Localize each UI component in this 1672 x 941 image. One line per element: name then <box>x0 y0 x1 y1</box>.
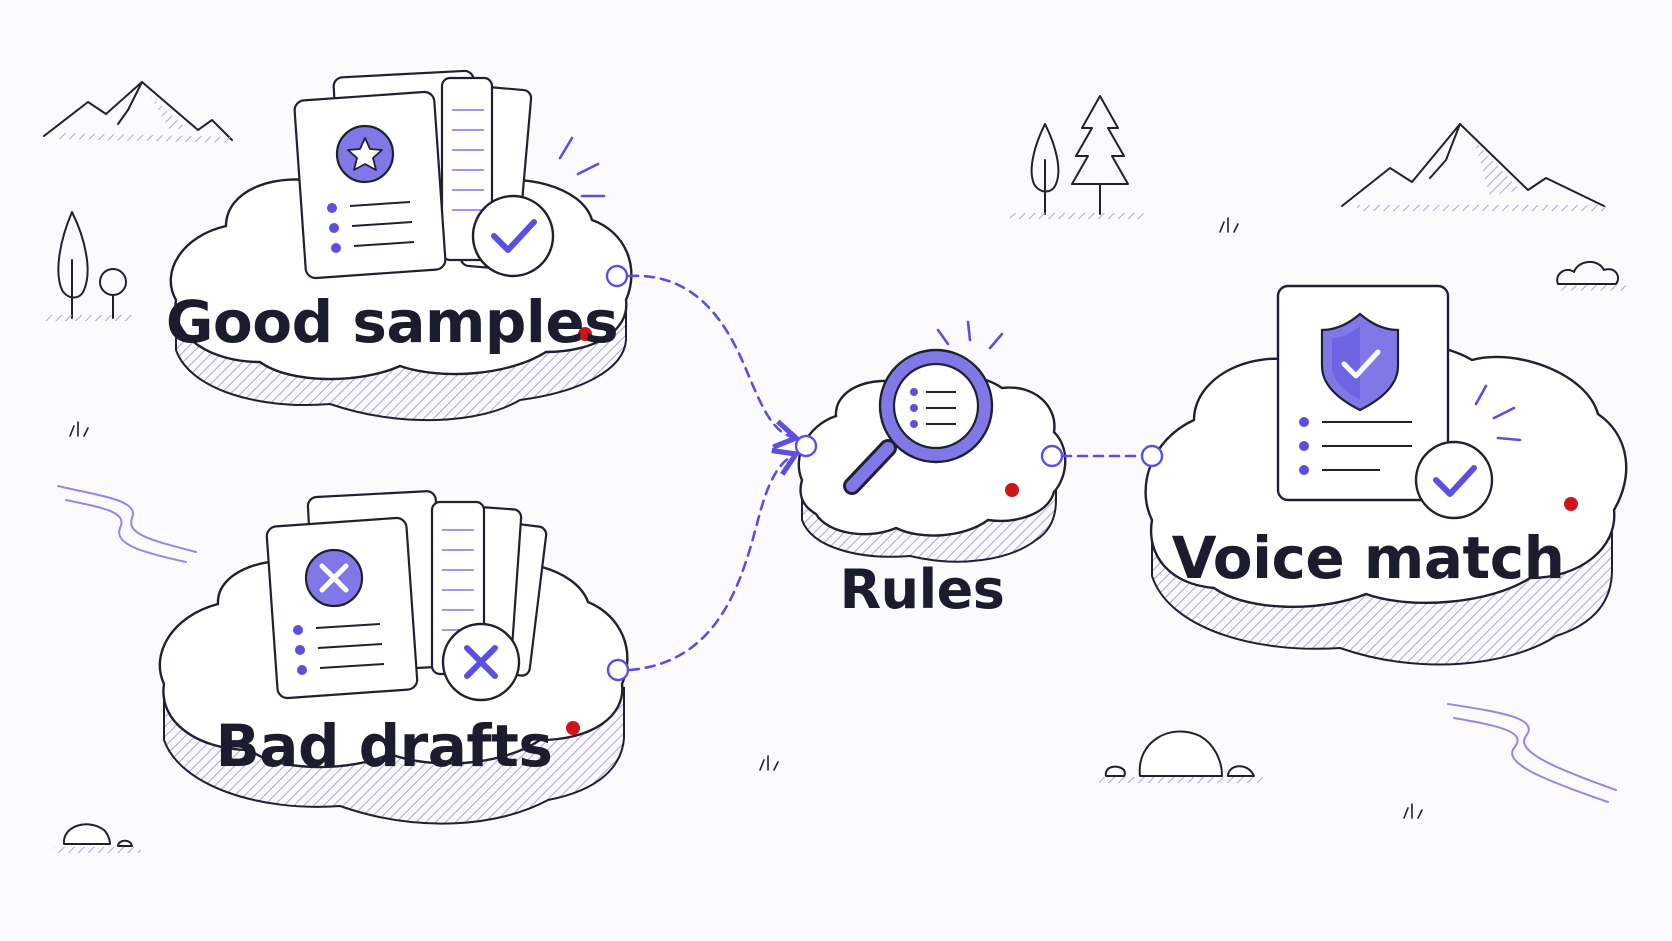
check-badge-icon <box>471 194 555 278</box>
port-rules-out <box>1040 444 1064 468</box>
river-right-icon <box>1447 703 1617 803</box>
spark-lines-rules-icon <box>936 320 1004 350</box>
label-bad-drafts: Bad drafts <box>216 712 553 780</box>
trees-top-icon <box>1009 95 1145 219</box>
spark-lines-good-icon <box>558 136 606 198</box>
mountains-right-icon <box>1341 123 1607 211</box>
shield-document-icon <box>1276 284 1450 502</box>
x-badge-icon <box>441 622 521 702</box>
grass-tufts-icon <box>69 217 1423 819</box>
spark-lines-voice-icon <box>1474 384 1522 442</box>
label-good-samples: Good samples <box>166 288 618 356</box>
scenery <box>41 81 1631 853</box>
red-dot-markers <box>566 327 1578 735</box>
port-good-out <box>605 264 629 288</box>
edge-ports <box>605 264 1164 682</box>
magnifier-list-icon <box>843 348 994 495</box>
river-left-icon <box>57 485 197 563</box>
check-badge-voice-icon <box>1414 440 1494 520</box>
label-rules: Rules <box>840 558 1005 621</box>
label-voice-match: Voice match <box>1172 524 1565 592</box>
platform-good-samples <box>169 170 633 422</box>
edge-bad-to-rules <box>628 448 801 672</box>
mountains-left-icon <box>43 81 235 143</box>
port-voice-in <box>1140 444 1164 468</box>
edges <box>627 274 1144 672</box>
cloud-icon <box>1556 261 1631 291</box>
edge-good-to-rules <box>627 274 801 450</box>
port-rules-in <box>794 434 818 458</box>
port-bad-out <box>606 658 630 682</box>
rocks-left-icon <box>53 823 141 853</box>
trees-left-icon <box>41 211 135 321</box>
rocks-center-icon <box>1097 730 1265 783</box>
